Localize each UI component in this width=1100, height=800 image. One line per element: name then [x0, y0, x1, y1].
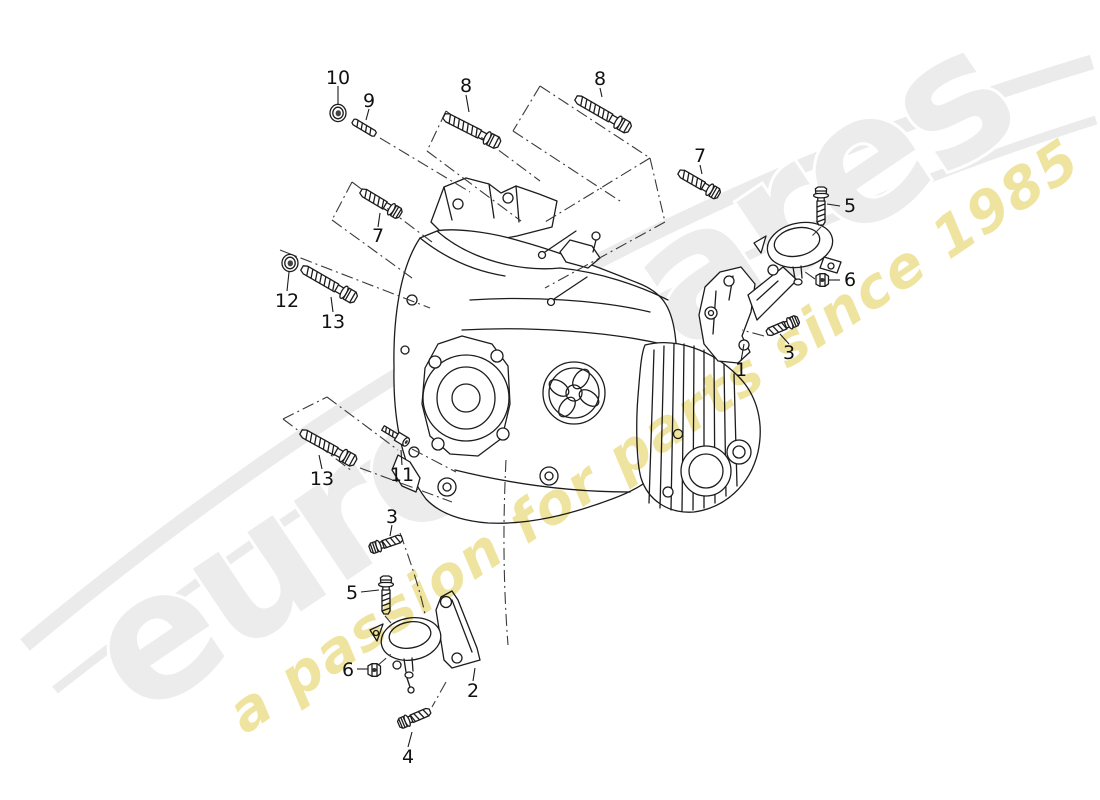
callout-11[interactable]: 11	[390, 464, 414, 486]
callout-5-bottom[interactable]: 5	[346, 582, 358, 604]
callout-5-right[interactable]: 5	[844, 195, 856, 217]
callout-10[interactable]: 10	[326, 67, 350, 89]
callout-7-left[interactable]: 7	[372, 225, 384, 247]
callout-4[interactable]: 4	[402, 746, 414, 768]
callout-3-right[interactable]: 3	[783, 342, 795, 364]
bolt-7-left	[357, 184, 405, 221]
callout-13-bottom[interactable]: 13	[310, 468, 334, 490]
washer-12	[281, 253, 299, 273]
callout-6-right[interactable]: 6	[844, 269, 856, 291]
callout-labels: 1 2 3 3 4 5 5 6 6 7 7 8 8 9 10 11 12 13 …	[275, 67, 856, 768]
transmission-drawing	[369, 177, 842, 694]
callout-13-top[interactable]: 13	[321, 311, 345, 333]
callout-8-right[interactable]: 8	[594, 68, 606, 90]
callout-ticks	[286, 86, 841, 748]
callout-7-right[interactable]: 7	[694, 145, 706, 167]
callout-3-bottom[interactable]: 3	[386, 506, 398, 528]
bolt-8-left	[440, 109, 503, 151]
stud-9	[350, 117, 378, 138]
nut-10	[329, 103, 347, 123]
callout-6-bottom[interactable]: 6	[342, 659, 354, 681]
callout-9[interactable]: 9	[363, 90, 375, 112]
callout-2[interactable]: 2	[467, 680, 479, 702]
bolt-4	[395, 704, 433, 731]
callout-1[interactable]: 1	[735, 359, 747, 381]
callout-8-left[interactable]: 8	[460, 75, 472, 97]
callout-12[interactable]: 12	[275, 290, 299, 312]
